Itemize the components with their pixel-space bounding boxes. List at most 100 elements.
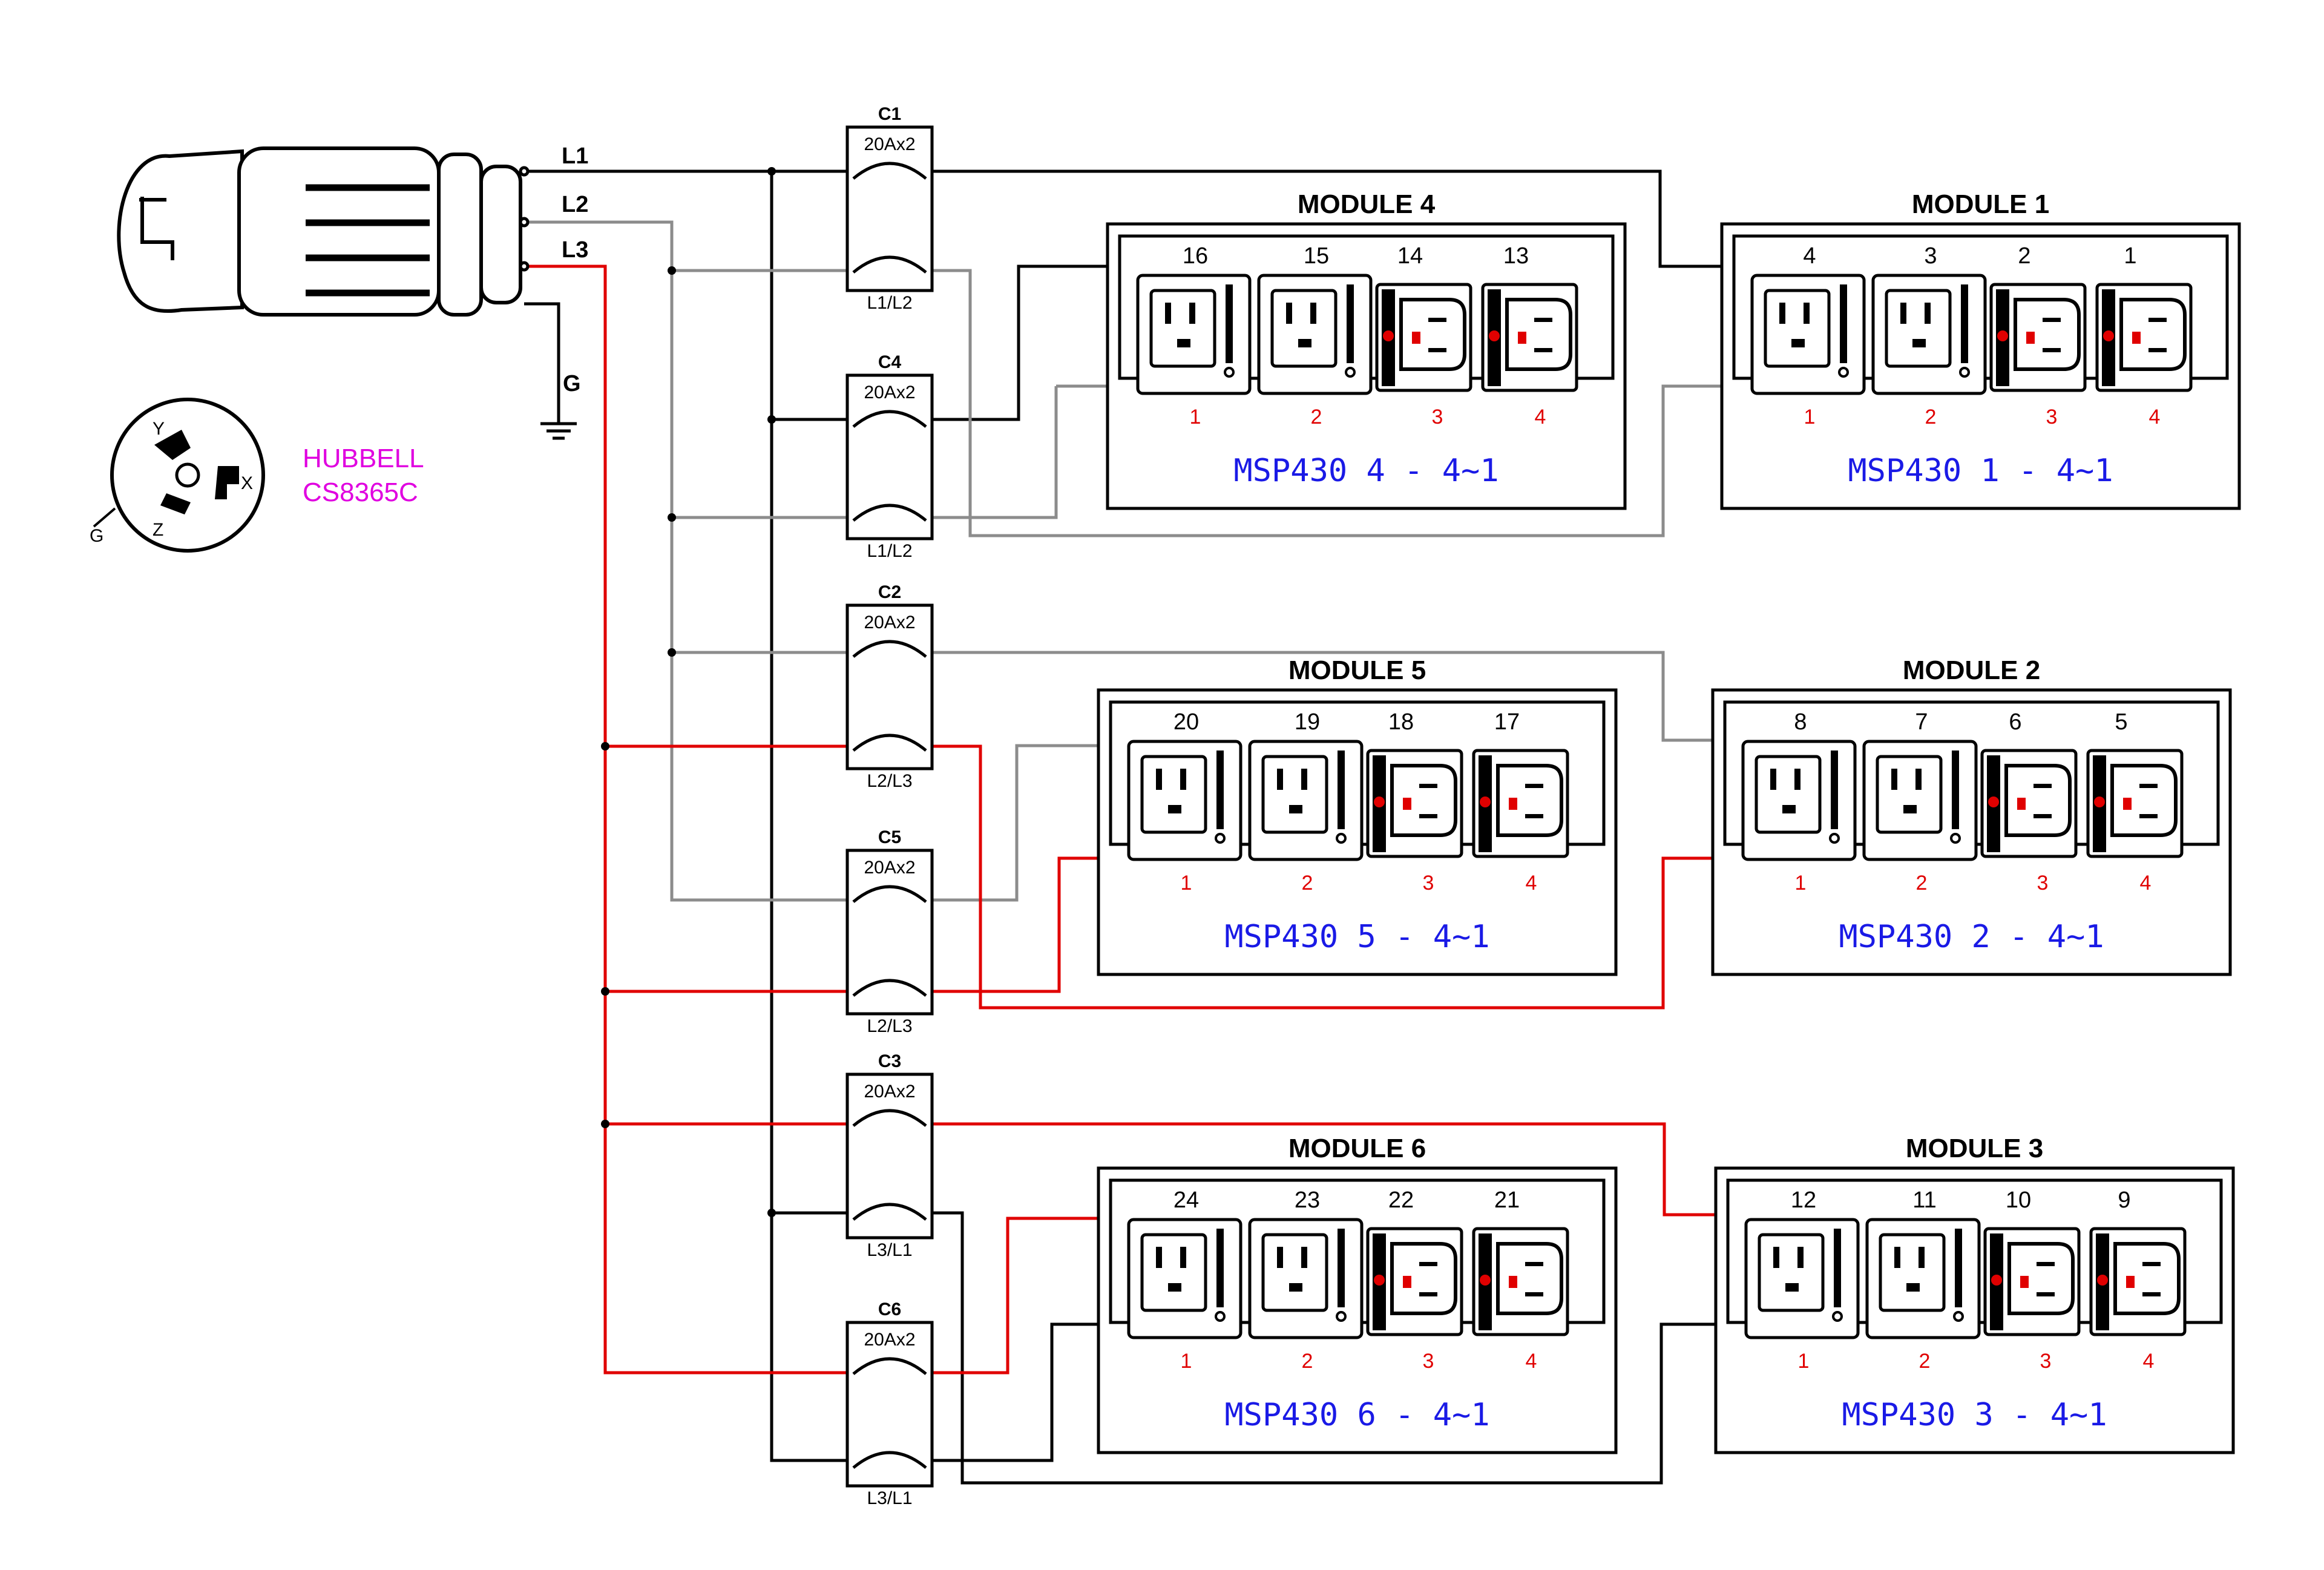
outlet-number: 16 — [1183, 243, 1208, 269]
socket-number: 2 — [1302, 1350, 1313, 1373]
breaker-contact — [852, 255, 927, 274]
outlet-c19-face — [1876, 755, 1943, 834]
module-title: MODULE 4 — [1298, 189, 1436, 219]
outlet-pin — [1286, 303, 1292, 324]
line-label-l2: L2 — [562, 192, 588, 217]
outlet-c13-face — [1496, 764, 1563, 837]
outlet-number: 17 — [1494, 709, 1520, 735]
outlet-indicator — [1953, 1311, 1964, 1322]
breaker-rating: 20Ax2 — [864, 1330, 915, 1350]
socket-number: 4 — [1526, 872, 1537, 895]
outlet-number: 12 — [1791, 1187, 1816, 1213]
outlet-indicator — [1489, 330, 1500, 341]
wire-c1b-module1 — [932, 269, 1722, 537]
breaker-rating: 20Ax2 — [864, 858, 915, 878]
outlet-c19-face — [1140, 755, 1207, 834]
socket-number: 4 — [2140, 872, 2152, 895]
socket-number: 4 — [2149, 406, 2161, 429]
outlet-indicator — [1829, 833, 1840, 844]
outlet-c13-face — [2007, 1242, 2075, 1315]
module-model-label: MSP430 4 - 4~1 — [1233, 453, 1498, 489]
breaker-contact — [852, 1109, 927, 1127]
socket-number: 3 — [1423, 1350, 1434, 1373]
outlet-pin — [1525, 814, 1543, 818]
outlet-pin — [1773, 1247, 1779, 1268]
outlet-pin — [1525, 1292, 1543, 1296]
outlet-pin — [1156, 769, 1162, 790]
socket-number: 3 — [1423, 872, 1434, 895]
outlet-pin — [1534, 318, 1552, 322]
pin-label-z: Z — [153, 520, 163, 540]
outlet-pin — [1168, 1283, 1181, 1292]
wire-c3-module3b — [932, 1122, 1716, 1217]
outlet-pin — [1419, 784, 1437, 788]
pin-label-y: Y — [153, 419, 165, 439]
wire-c3-module3 — [932, 1211, 1716, 1485]
outlet-pin — [1925, 303, 1931, 324]
breaker-id: C3 — [878, 1051, 901, 1071]
socket-number: 2 — [1311, 406, 1322, 429]
outlet-number: 18 — [1388, 709, 1414, 735]
breaker-rating: 20Ax2 — [864, 1082, 915, 1102]
breaker-body — [845, 125, 934, 292]
outlet-pin — [1180, 769, 1186, 790]
breaker-phase: L2/L3 — [867, 1016, 912, 1036]
outlet-c19-face — [1261, 1233, 1328, 1312]
outlet-c13-face — [2014, 298, 2081, 371]
outlet-pin — [1301, 769, 1307, 790]
outlet-c13-face — [2110, 764, 2178, 837]
socket-number: 1 — [1181, 1350, 1192, 1373]
outlet-label-strip — [1831, 751, 1838, 829]
outlet-label-strip — [1834, 1229, 1841, 1307]
outlet-indicator — [1988, 796, 1999, 807]
outlet-pin — [1310, 303, 1316, 324]
breakers: C120Ax2L1/L2C420Ax2L1/L2C220Ax2L2/L3C520… — [845, 104, 934, 1508]
outlet-c13-face — [1390, 1242, 1457, 1315]
breaker-phase: L1/L2 — [867, 293, 912, 313]
wire-l2-module2 — [672, 651, 1713, 742]
outlet-c19-face — [1758, 1233, 1825, 1312]
pin-label-x: X — [241, 473, 253, 493]
outlet-indicator — [1991, 1275, 2002, 1286]
outlet-indicator — [1374, 1275, 1385, 1286]
outlet-number: 4 — [1803, 243, 1816, 269]
outlet-pin — [1891, 769, 1897, 790]
wire-c5-module5 — [932, 744, 1098, 902]
outlet-indicator — [1215, 833, 1226, 844]
outlet-pin — [1180, 1247, 1186, 1268]
outlet-c13-face — [1505, 298, 1572, 371]
outlet-indicator — [1374, 796, 1385, 807]
socket-number: 1 — [1181, 872, 1192, 895]
socket-number: 2 — [1925, 406, 1937, 429]
outlet-pin — [2020, 1276, 2029, 1288]
outlet-pin — [1518, 332, 1526, 344]
outlet-pin — [1298, 339, 1311, 347]
outlet-pin — [1289, 1283, 1302, 1292]
breaker-id: C1 — [878, 104, 901, 124]
module-title: MODULE 1 — [1912, 189, 2049, 219]
outlet-number: 15 — [1304, 243, 1329, 269]
outlet-pin — [1534, 348, 1552, 352]
outlet-label-strip — [1952, 751, 1959, 829]
outlet-number: 19 — [1295, 709, 1320, 735]
outlet-pin — [1906, 1283, 1920, 1292]
outlet-number: 6 — [2009, 709, 2021, 735]
outlet-number: 20 — [1173, 709, 1199, 735]
wire-group-l2 — [524, 220, 1722, 902]
outlet-indicator — [1336, 833, 1347, 844]
outlet-label-strip — [1840, 284, 1847, 363]
junction-dot — [601, 742, 609, 751]
outlet-pin — [2148, 348, 2167, 352]
wire-c5-module5b — [932, 856, 1098, 993]
outlet-pin — [1165, 303, 1171, 324]
outlet-pin — [2139, 784, 2158, 788]
plug-wire-stubs — [519, 166, 530, 272]
socket-number: 4 — [2143, 1350, 2155, 1373]
outlet-indicator — [1832, 1311, 1843, 1322]
socket-number: 3 — [2037, 872, 2049, 895]
junction-dot — [668, 513, 676, 522]
module-model-label: MSP430 3 - 4~1 — [1842, 1397, 2107, 1433]
